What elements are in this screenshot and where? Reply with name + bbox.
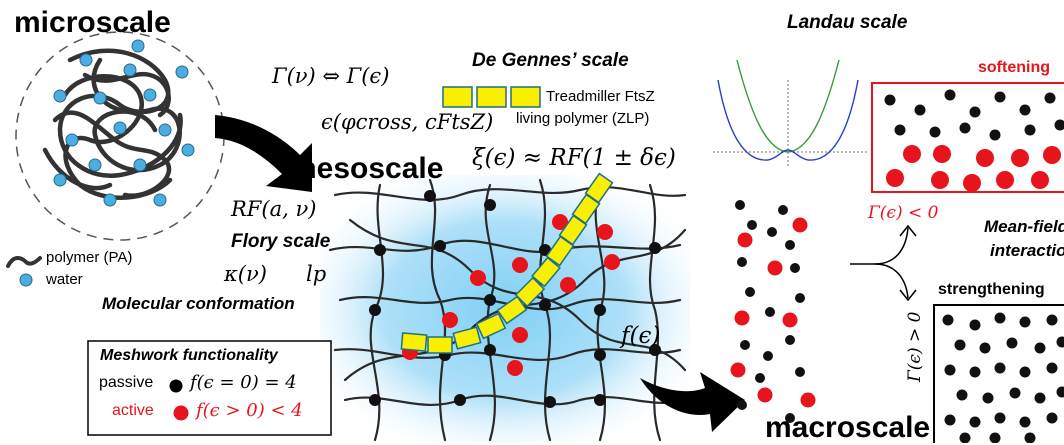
gamma-negative-eq: Γ(ϵ) < 0 [868, 203, 938, 223]
water-legend-icon [20, 274, 32, 286]
de-gennes-scale-label: De Gennes’ scale [472, 50, 629, 72]
mean-field-label-line1: Mean-field [984, 217, 1064, 237]
strengthening-label: strengthening [938, 281, 1045, 299]
microscale-title: microscale [14, 6, 171, 40]
active-node-icon [174, 406, 189, 421]
flory-scale-label: Flory scale [231, 231, 330, 253]
functionality-eq: f(ϵ) [621, 323, 660, 349]
epsilon-definition-eq: ϵ(φcross, cFtsZ) [321, 110, 493, 134]
correlation-length-eq: ξ(ϵ) ≈ RF(1 ± δϵ) [472, 145, 676, 171]
molecular-conformation-label: Molecular conformation [102, 294, 295, 314]
strengthening-box [934, 305, 1064, 443]
softening-box [872, 83, 1064, 192]
mesoscale-title: mesoscale [290, 152, 443, 186]
active-label: active [112, 402, 154, 420]
microscale-coil [16, 32, 224, 240]
landau-scale-label: Landau scale [787, 12, 907, 34]
mesoscale-network [320, 174, 690, 443]
macroscale-title: macroscale [765, 411, 930, 445]
softening-label: softening [978, 59, 1050, 77]
treadmiller-label-line1: Treadmiller FtsZ [546, 88, 655, 105]
gamma-equivalence-eq: Γ(ν) ⇔ Γ(ϵ) [272, 64, 389, 88]
polymer-chain [45, 51, 181, 198]
macroscale-dots [731, 200, 816, 423]
polymer-legend-label: polymer (PA) [46, 249, 132, 266]
treadmiller-legend-icon [443, 87, 540, 107]
water-legend-label: water [46, 271, 83, 288]
polymer-legend-icon [8, 258, 40, 266]
functionality-title: Meshwork functionality [100, 347, 278, 365]
landau-plot [713, 60, 868, 168]
mean-field-label-line2: interaction [990, 241, 1064, 261]
persistence-length-eq: lp [306, 262, 326, 286]
active-eq: f(ϵ > 0) < 4 [196, 400, 303, 421]
passive-eq: f(ϵ = 0) = 4 [190, 372, 297, 393]
branch-arrows [850, 226, 916, 300]
passive-label: passive [99, 374, 153, 392]
gamma-positive-eq: Γ(ϵ) > 0 [905, 312, 925, 382]
passive-node-icon [170, 380, 183, 393]
flory-radius-eq: RF(a, ν) [231, 197, 316, 221]
treadmiller-label-line2: living polymer (ZLP) [516, 110, 649, 127]
kappa-eq: κ(ν) [224, 262, 267, 286]
